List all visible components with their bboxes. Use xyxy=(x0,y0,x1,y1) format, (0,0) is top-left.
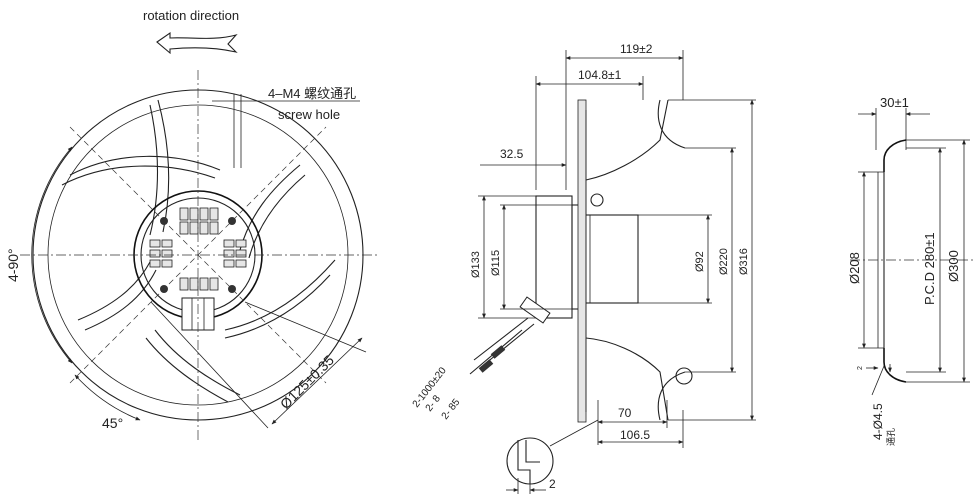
screw-hole-label-en: screw hole xyxy=(278,107,340,122)
fan-blades xyxy=(61,99,336,403)
hub-vent-slots xyxy=(149,207,247,291)
dim-208: Ø208 xyxy=(847,252,862,284)
small-mark: 2 xyxy=(857,366,864,370)
ring-profile-bottom xyxy=(883,348,907,383)
ring-view: 30±1 Ø208 P.C.D 280±1 Ø300 2 4-Ø4.5 通孔 xyxy=(847,95,975,446)
angle-label-bottom: 45° xyxy=(102,415,123,431)
screw-hole-label-cn: 4–M4 螺纹通孔 xyxy=(268,86,356,101)
lead-85: 2- 85 xyxy=(440,397,463,422)
side-view: 119±2 104.8±1 32.5 2-1000±20 2- 8 2- 85 xyxy=(411,42,756,494)
dim-30: 30±1 xyxy=(880,95,909,110)
cable-gland xyxy=(519,296,551,324)
holes-note: 通孔 xyxy=(886,428,896,446)
impeller-disc xyxy=(577,99,587,423)
dim-2: 2 xyxy=(549,477,556,491)
dim-holes-4-5: 4-Ø4.5 xyxy=(871,403,885,440)
dim-pcd-280: P.C.D 280±1 xyxy=(922,232,937,305)
dim-70: 70 xyxy=(618,406,632,420)
dim-106-5: 106.5 xyxy=(620,428,650,442)
ring-profile-top xyxy=(883,139,907,172)
dim-300: Ø300 xyxy=(946,250,961,282)
dim-133: Ø133 xyxy=(470,251,482,278)
dim-32-5: 32.5 xyxy=(500,147,524,161)
rotation-arrow xyxy=(156,31,238,55)
mount-hole-bottom xyxy=(675,367,693,385)
motor-body xyxy=(535,195,573,319)
dim-316: Ø316 xyxy=(738,248,750,275)
dim-104-8: 104.8±1 xyxy=(578,68,622,82)
diameter-125-label: Ø125±0.35 xyxy=(277,352,337,412)
angle-label-left: 4-90° xyxy=(5,248,21,282)
dim-92: Ø92 xyxy=(694,251,706,272)
dim-115: Ø115 xyxy=(490,250,502,276)
mount-hole-top xyxy=(590,193,604,207)
dim-119: 119±2 xyxy=(620,42,653,56)
rotation-direction-label: rotation direction xyxy=(143,8,239,23)
front-view: rotation direction 4–M4 螺纹通孔 screw hole xyxy=(5,8,378,440)
dim-220: Ø220 xyxy=(718,248,730,275)
